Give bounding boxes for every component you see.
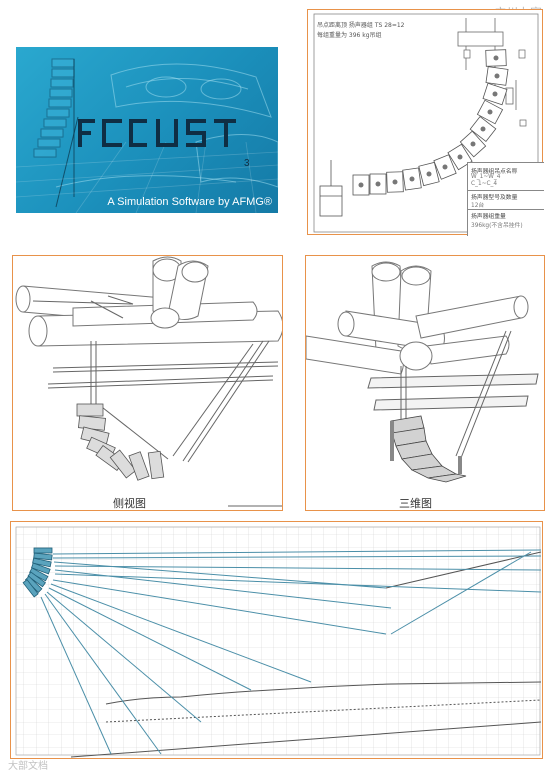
info-name-value-2: C_1~C_4 <box>471 181 498 187</box>
software-logo-banner: 3 A Simulation Software by AFMG® <box>16 47 278 213</box>
logo-artwork <box>16 58 278 213</box>
three-d-view-caption: 三维图 <box>399 497 432 510</box>
rigging-drawing <box>313 13 539 233</box>
info-weight-value: 396kg(不含吊挂件) <box>471 223 523 229</box>
info-weight-label: 扬声器组重量 <box>471 214 506 220</box>
watermark-brand: 大部文档 <box>8 761 48 772</box>
speaker-info-table: 扬声器组吊点名称 W_1~W_4 C_1~C_4 扬声器型号及数量 12台 扬声… <box>467 162 544 236</box>
side-view-drawing <box>15 256 282 507</box>
rigging-note-2: 每组重量为 396 kg吊组 <box>317 32 382 39</box>
side-view-panel: 侧视图 <box>12 255 283 511</box>
logo-tagline: A Simulation Software by AFMG® <box>107 196 272 208</box>
side-view-caption: 侧视图 <box>113 497 146 510</box>
info-model-value: 12台 <box>471 203 485 209</box>
info-name-label: 扬声器组吊点名称 <box>471 169 518 175</box>
coverage-ray-diagram <box>15 526 542 758</box>
three-d-view-drawing <box>306 261 539 483</box>
logo-version-superscript: 3 <box>244 158 250 169</box>
three-d-view-panel: 三维图 <box>305 255 545 511</box>
info-model-label: 扬声器型号及数量 <box>471 195 518 201</box>
coverage-simulation-panel <box>10 521 543 759</box>
rigging-note-1: 吊点距离顶 扬声器组 TS 28=12 <box>317 22 405 29</box>
info-name-value-1: W_1~W_4 <box>471 174 501 180</box>
